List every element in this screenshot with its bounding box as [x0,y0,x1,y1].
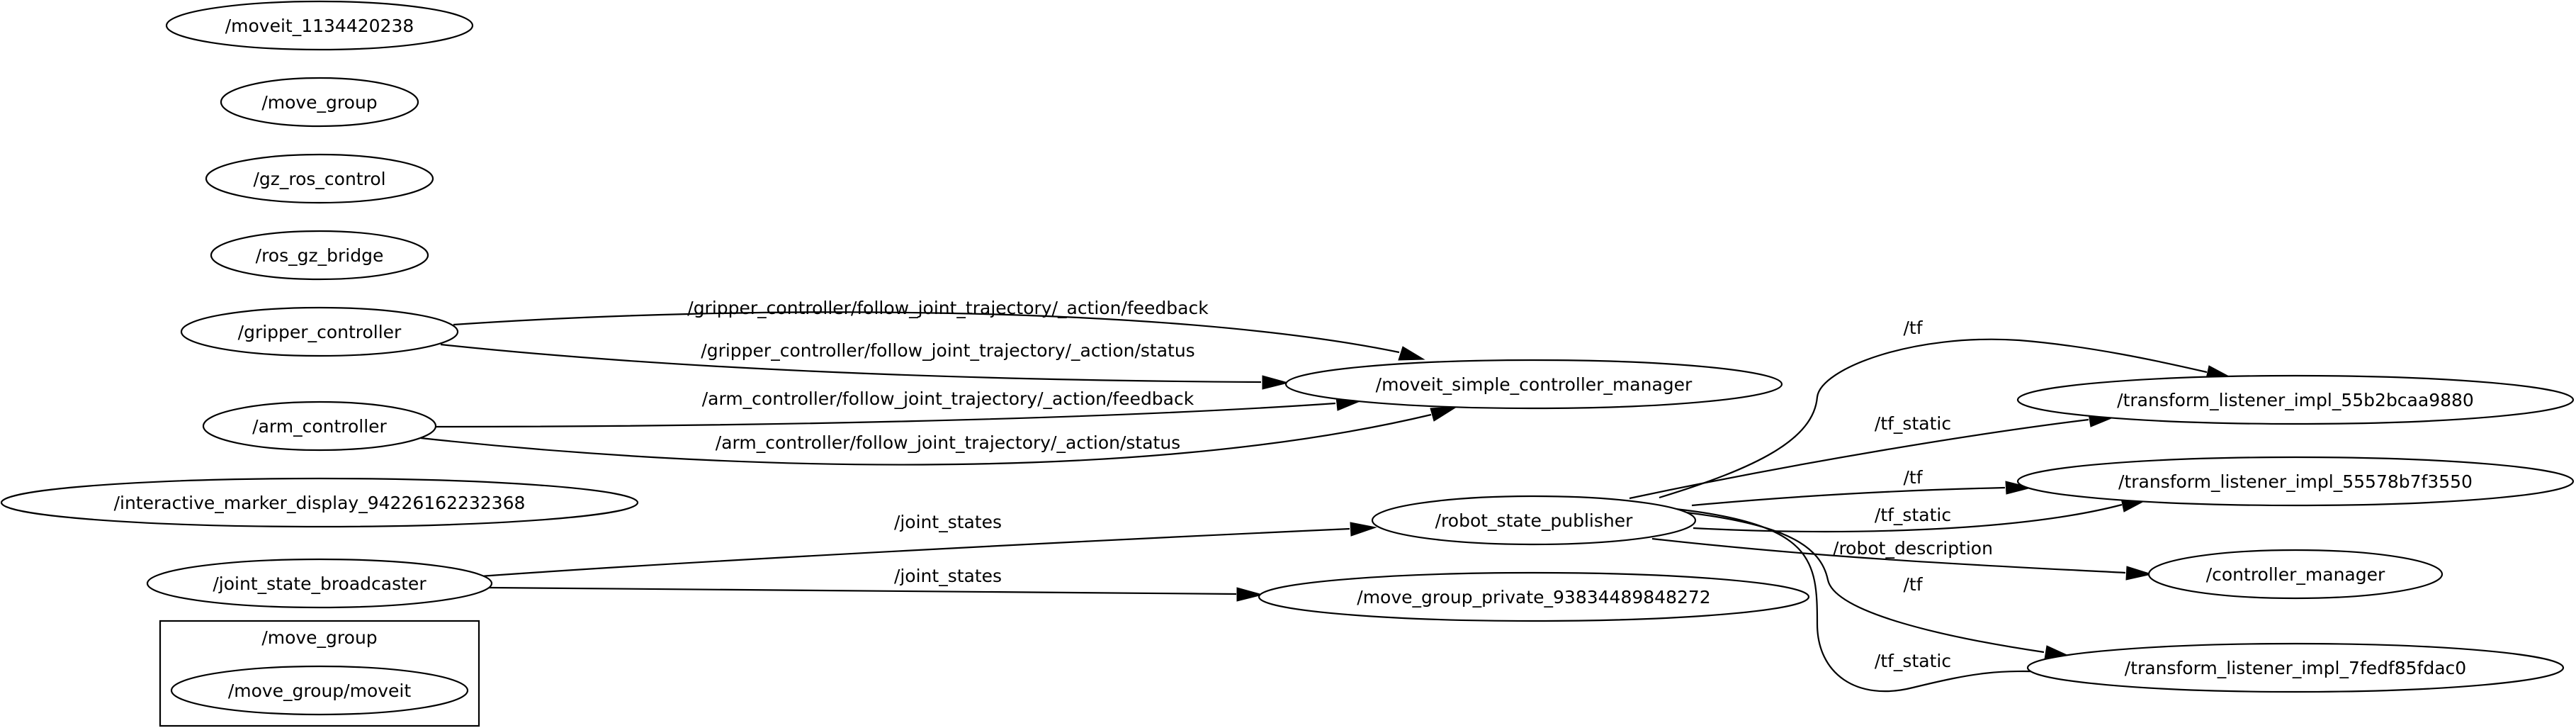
node-label: /move_group/moveit [228,681,412,701]
node-label: /gripper_controller [238,322,402,342]
node-move-group-private[interactable]: /move_group_private_93834489848272 [1258,571,1810,622]
node-label: /robot_state_publisher [1435,510,1633,531]
edge-gripper-feedback[interactable]: /gripper_controller/follow_joint_traject… [453,298,1425,361]
node-label: /transform_listener_impl_55b2bcaa9880 [2117,390,2474,410]
cluster-move-group: /move_group [159,620,480,727]
edge-label: /tf [1903,467,1923,488]
edge-tf-55b2[interactable]: /tf [1659,318,2233,499]
edge-tf-5557[interactable]: /tf [1691,467,2032,507]
node-transform-listener-55b2bcaa9880[interactable]: /transform_listener_impl_55b2bcaa9880 [2016,374,2575,425]
node-transform-listener-55578b7f3550[interactable]: /transform_listener_impl_55578b7f3550 [2016,456,2575,507]
edge-label: /gripper_controller/follow_joint_traject… [687,298,1209,318]
edge-label: /joint_states [894,566,1002,586]
edge-label: /tf_static [1875,505,1951,525]
node-arm-controller[interactable]: /arm_controller [202,401,437,452]
edge-tf-static-7fed[interactable]: /tf_static [1675,508,2081,693]
edge-label: /joint_states [894,512,1002,532]
node-label: /arm_controller [252,416,387,437]
node-controller-manager[interactable]: /controller_manager [2147,549,2444,600]
node-move-group[interactable]: /move_group [220,77,419,128]
edge-label: /tf [1903,318,1923,338]
edge-label: /tf [1903,574,1923,595]
edge-label: /tf_static [1875,651,1951,671]
edge-robot-description[interactable]: /robot_description [1651,537,2153,581]
edge-label: /arm_controller/follow_joint_trajectory/… [702,388,1194,409]
edge-label: /gripper_controller/follow_joint_traject… [701,340,1194,361]
edge-gripper-status[interactable]: /gripper_controller/follow_joint_traject… [440,340,1289,390]
edge-arm-status[interactable]: /arm_controller/follow_joint_trajectory/… [420,406,1457,466]
node-moveit-1134420238[interactable]: /moveit_1134420238 [165,0,474,51]
node-joint-state-broadcaster[interactable]: /joint_state_broadcaster [146,558,493,609]
node-label: /transform_listener_impl_55578b7f3550 [2118,471,2473,492]
edge-joint-states-private[interactable]: /joint_states [488,566,1264,602]
node-label: /interactive_marker_display_942261622323… [114,493,526,513]
node-label: /move_group [261,92,377,113]
node-label: /ros_gz_bridge [256,245,384,266]
node-gripper-controller[interactable]: /gripper_controller [180,306,459,357]
node-move-group-moveit[interactable]: /move_group/moveit [170,665,469,716]
node-robot-state-publisher[interactable]: /robot_state_publisher [1371,495,1697,546]
edge-joint-states-rsp[interactable]: /joint_states [480,512,1377,578]
node-transform-listener-7fedf85fdac0[interactable]: /transform_listener_impl_7fedf85fdac0 [2026,642,2565,693]
node-interactive-marker-display[interactable]: /interactive_marker_display_942261622323… [0,477,639,528]
node-label: /moveit_1134420238 [225,16,414,36]
node-label: /move_group_private_93834489848272 [1357,587,1710,607]
node-gz-ros-control[interactable]: /gz_ros_control [205,153,434,204]
edge-label: /arm_controller/follow_joint_trajectory/… [716,432,1180,453]
node-ros-gz-bridge[interactable]: /ros_gz_bridge [210,230,429,281]
edge-arm-feedback[interactable]: /arm_controller/follow_joint_trajectory/… [434,388,1363,428]
edge-label: /robot_description [1833,538,1993,559]
node-label: /moveit_simple_controller_manager [1376,374,1693,395]
node-label: /gz_ros_control [253,169,385,189]
node-label: /transform_listener_impl_7fedf85fdac0 [2125,658,2466,678]
node-moveit-simple-controller-manager[interactable]: /moveit_simple_controller_manager [1284,359,1783,410]
cluster-label: /move_group [261,627,377,648]
edge-label: /tf_static [1875,413,1951,434]
edge-tf-static-5557[interactable]: /tf_static [1693,498,2148,533]
node-label: /controller_manager [2206,564,2385,585]
node-label: /joint_state_broadcaster [213,573,426,594]
